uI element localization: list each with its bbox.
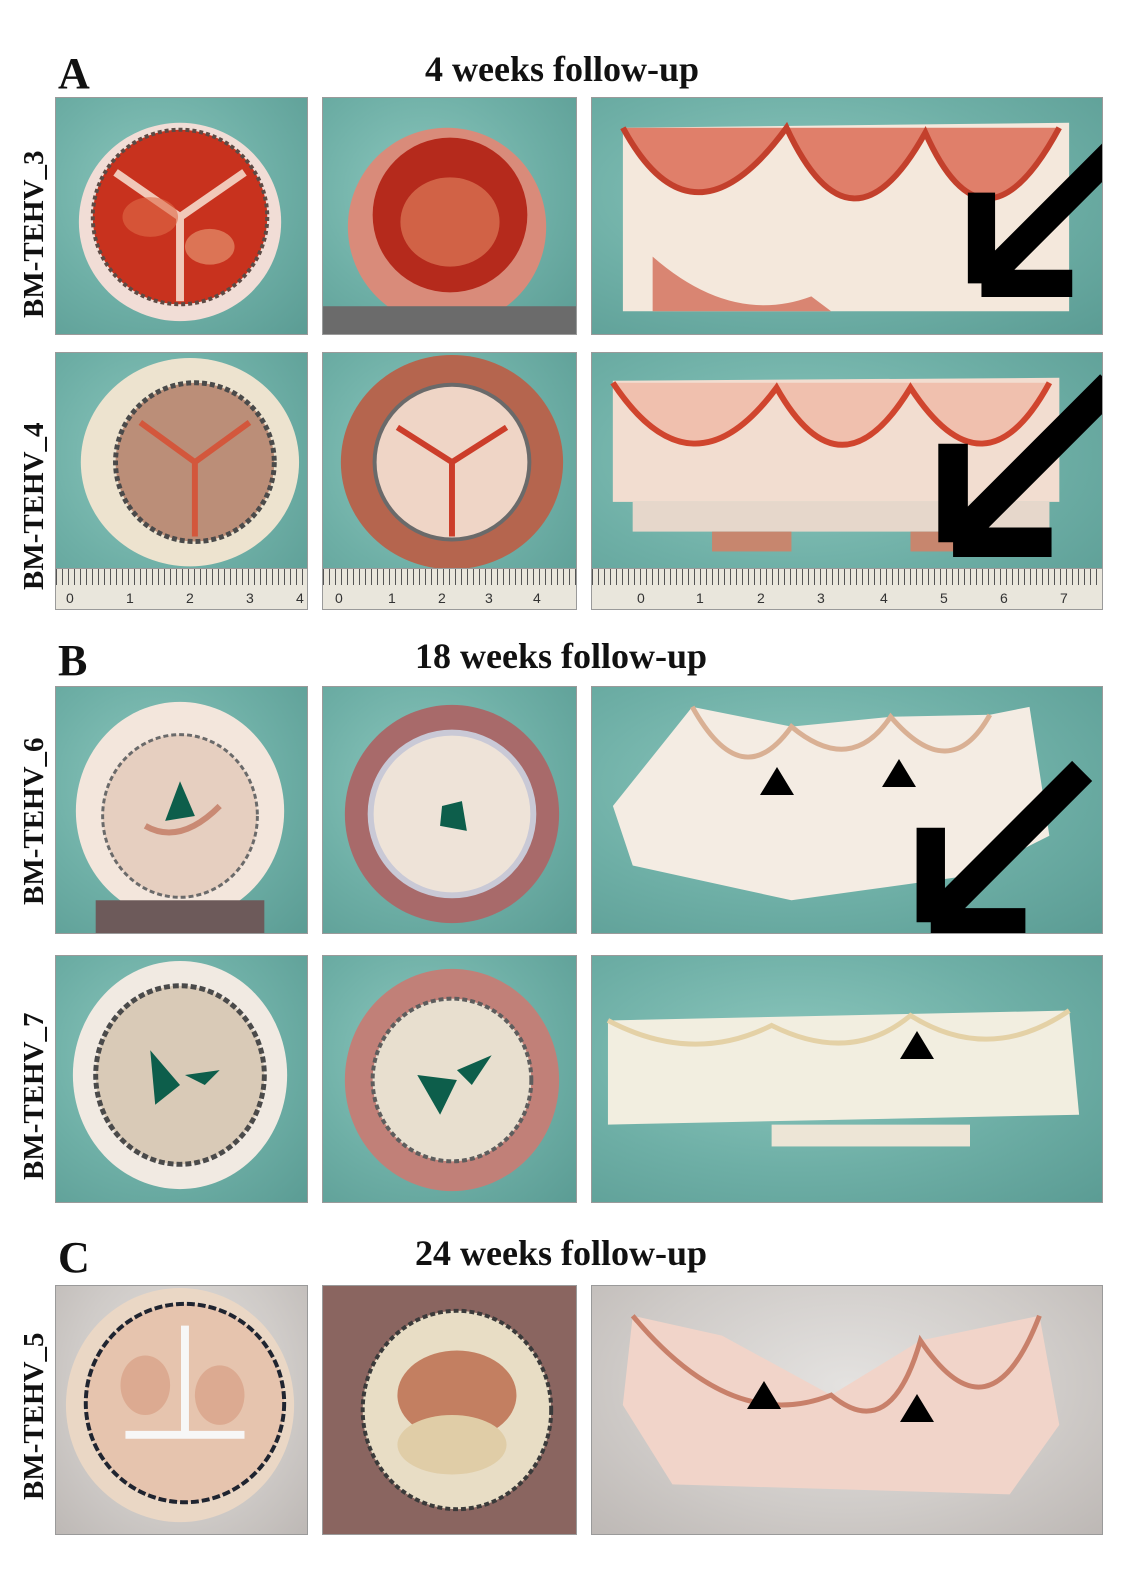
photo-bm-tehv-7-opened-leaflets xyxy=(591,955,1103,1203)
photo-bm-tehv-4-bottom-view: 0 1 2 3 4 xyxy=(322,352,577,610)
panel-title-b: 18 weeks follow-up xyxy=(415,636,708,676)
row-label-bm-tehv-3: BM-TEHV_3 xyxy=(18,150,50,318)
panel-letter-b: B xyxy=(58,636,88,685)
ruler: 0 1 2 3 4 5 6 7 xyxy=(592,568,1102,609)
photo-bm-tehv-3-opened-leaflets xyxy=(591,97,1103,335)
photo-bm-tehv-6-opened-leaflets xyxy=(591,686,1103,934)
photo-bm-tehv-3-top-view xyxy=(55,97,308,335)
arrow-icon xyxy=(967,143,1102,297)
arrow-icon xyxy=(938,374,1102,557)
ruler: 0 1 2 3 4 xyxy=(323,568,576,609)
arrow-icon xyxy=(1037,363,1103,610)
row-label-bm-tehv-7: BM-TEHV_7 xyxy=(18,1012,50,1180)
arrowhead-marker xyxy=(747,1381,781,1409)
panel-title-a: 4 weeks follow-up xyxy=(425,49,700,89)
arrowhead-marker xyxy=(900,1031,934,1059)
arrow-icon xyxy=(916,760,1093,933)
photo-bm-tehv-6-bottom-view xyxy=(322,686,577,934)
panel-title-c: 24 weeks follow-up xyxy=(415,1233,708,1273)
ruler: 0 1 2 3 4 xyxy=(56,568,307,609)
row-label-bm-tehv-5: BM-TEHV_5 xyxy=(18,1332,50,1500)
photo-bm-tehv-4-top-view: 0 1 2 3 4 xyxy=(55,352,308,610)
row-label-bm-tehv-6: BM-TEHV_6 xyxy=(18,737,50,905)
arrowhead-marker xyxy=(882,759,916,787)
arrowhead-marker xyxy=(760,767,794,795)
arrow-icon xyxy=(985,712,1103,934)
row-label-bm-tehv-4: BM-TEHV_4 xyxy=(18,422,50,590)
photo-bm-tehv-5-top-view xyxy=(55,1285,308,1535)
photo-bm-tehv-7-top-view xyxy=(55,955,308,1203)
photo-bm-tehv-5-opened-leaflets xyxy=(591,1285,1103,1535)
photo-bm-tehv-5-bottom-view xyxy=(322,1285,577,1535)
photo-bm-tehv-3-bottom-view xyxy=(322,97,577,335)
photo-bm-tehv-4-opened-leaflets: 0 1 2 3 4 5 6 7 xyxy=(591,352,1103,610)
panel-letter-a: A xyxy=(58,49,90,98)
photo-bm-tehv-6-top-view xyxy=(55,686,308,934)
arrowhead-marker xyxy=(900,1394,934,1422)
panel-letter-c: C xyxy=(58,1233,90,1282)
photo-bm-tehv-7-bottom-view xyxy=(322,955,577,1203)
arrow-icon xyxy=(1047,120,1103,335)
